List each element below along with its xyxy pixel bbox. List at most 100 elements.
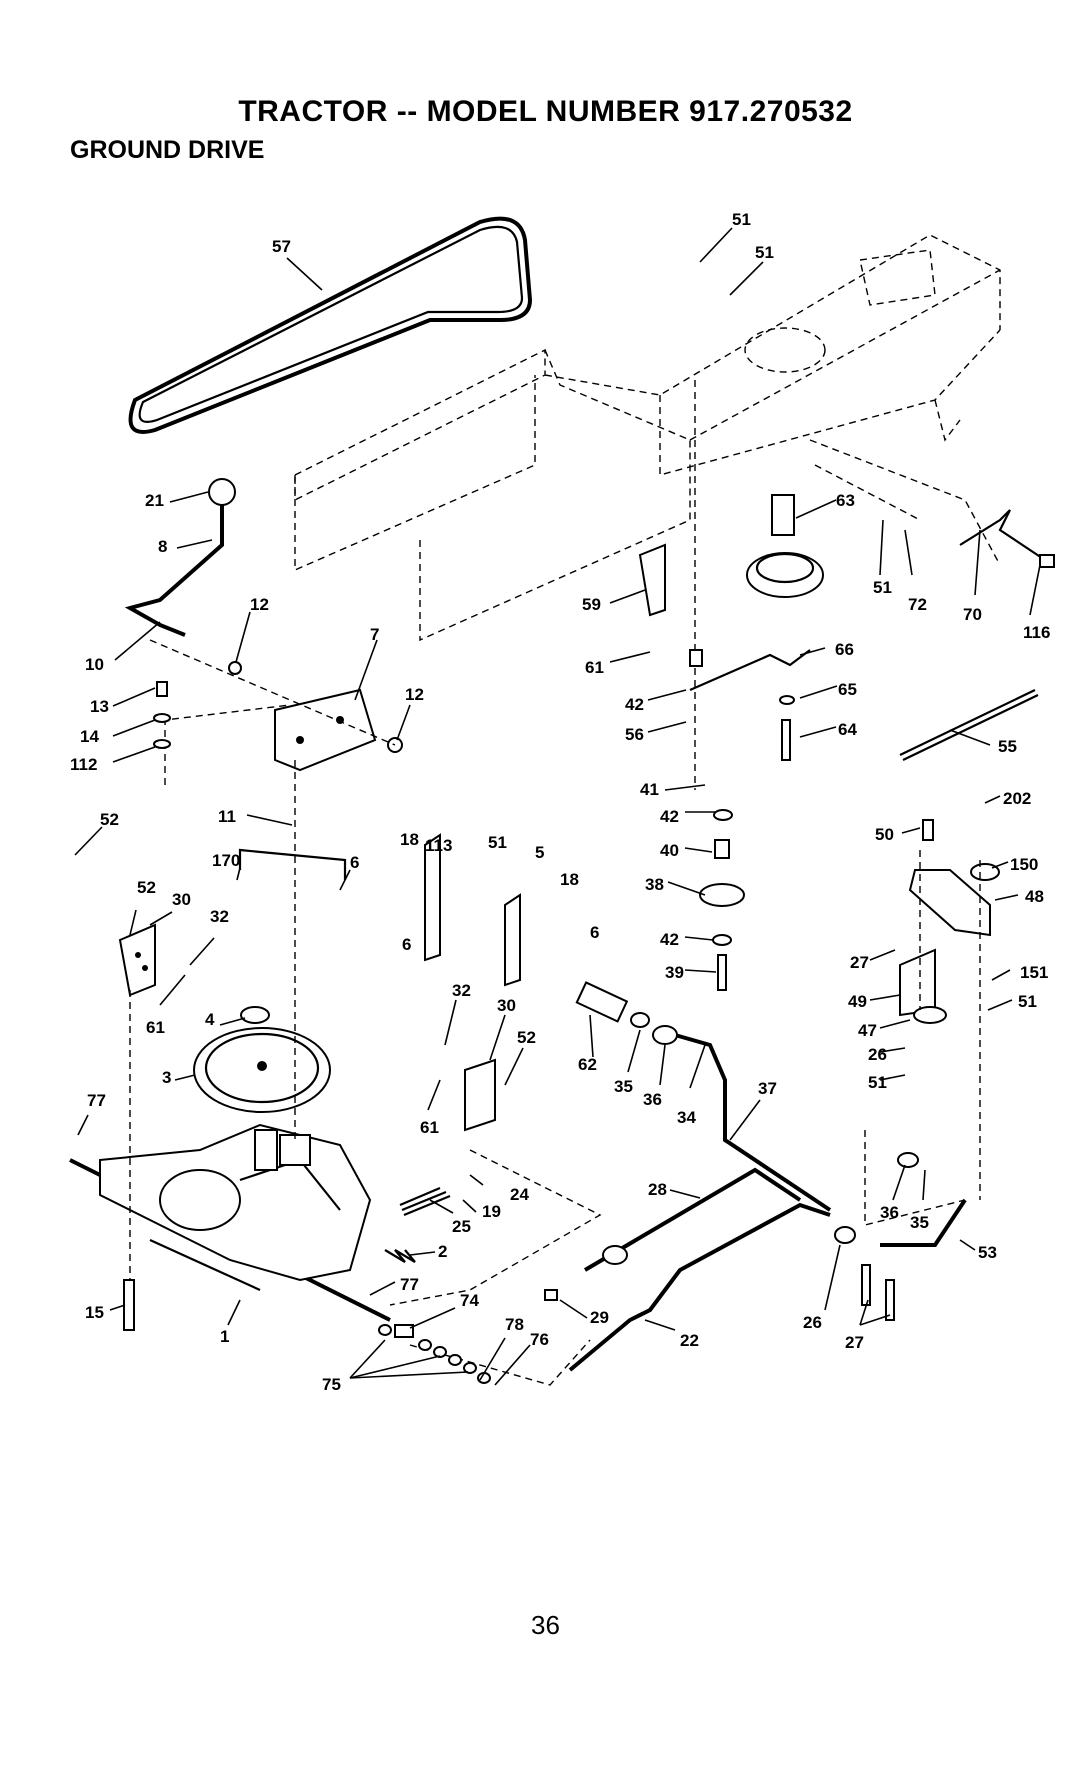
callout-51e: 51 xyxy=(868,1073,887,1092)
callout-35b: 35 xyxy=(910,1213,929,1232)
center-stack xyxy=(689,380,745,991)
callout-170: 170 xyxy=(212,851,240,870)
callout-70: 70 xyxy=(963,605,982,624)
callout-61c: 61 xyxy=(420,1118,439,1137)
callout-2: 2 xyxy=(438,1242,447,1261)
rod-70 xyxy=(959,509,1046,561)
callout-61b: 61 xyxy=(146,1018,165,1037)
callout-53: 53 xyxy=(978,1243,997,1262)
bolt-27a xyxy=(861,1264,871,1306)
callout-42c: 42 xyxy=(660,930,679,949)
callout-21: 21 xyxy=(145,491,164,510)
bolt-15 xyxy=(123,1279,135,1331)
shift-lever xyxy=(124,478,236,637)
callout-76: 76 xyxy=(530,1330,549,1349)
callout-27b: 27 xyxy=(845,1333,864,1352)
callout-6a: 6 xyxy=(350,853,359,872)
callout-78: 78 xyxy=(505,1315,524,1334)
hardware-13-14-112 xyxy=(153,681,171,749)
callout-32a: 32 xyxy=(210,907,229,926)
callout-47: 47 xyxy=(858,1021,877,1040)
tractor-frame xyxy=(294,234,1001,642)
callout-18b: 18 xyxy=(560,870,579,889)
callout-24: 24 xyxy=(510,1185,529,1204)
axle-hardware xyxy=(378,1324,491,1384)
callout-51b: 51 xyxy=(755,243,774,262)
bracket-48 xyxy=(899,819,1000,1024)
spring-55 xyxy=(899,689,1039,761)
callout-12b: 12 xyxy=(405,685,424,704)
callout-18a: 18 xyxy=(400,830,419,849)
callout-30b: 30 xyxy=(497,996,516,1015)
callout-32b: 32 xyxy=(452,981,471,1000)
linkage-rods xyxy=(544,981,967,1372)
callout-116: 116 xyxy=(1023,623,1050,642)
leader-lines xyxy=(74,227,1041,1386)
callout-34: 34 xyxy=(677,1108,696,1127)
callout-1: 1 xyxy=(220,1327,229,1346)
washer-12a xyxy=(228,661,242,675)
callout-151: 151 xyxy=(1020,963,1048,982)
pulley-3 xyxy=(193,1006,331,1113)
callout-51f: 51 xyxy=(488,833,507,852)
callout-75: 75 xyxy=(322,1375,341,1394)
drive-belt xyxy=(128,216,533,434)
callout-51c: 51 xyxy=(873,578,892,597)
bracket-113 xyxy=(424,833,441,962)
bolt-116 xyxy=(1039,554,1055,568)
callout-14: 14 xyxy=(80,727,99,746)
callout-50: 50 xyxy=(875,825,894,844)
callout-65: 65 xyxy=(838,680,857,699)
page-title: TRACTOR -- MODEL NUMBER 917.270532 xyxy=(238,95,853,128)
callout-22: 22 xyxy=(680,1331,699,1350)
section-subtitle: GROUND DRIVE xyxy=(70,136,265,164)
callout-36a: 36 xyxy=(643,1090,662,1109)
callout-150: 150 xyxy=(1010,855,1038,874)
callout-64: 64 xyxy=(838,720,857,739)
callout-52b: 52 xyxy=(137,878,156,897)
callout-39: 39 xyxy=(665,963,684,982)
pulley-63 xyxy=(746,494,824,761)
callout-11: 11 xyxy=(218,807,236,826)
callout-113: 113 xyxy=(425,836,452,855)
callout-77a: 77 xyxy=(87,1091,106,1110)
callout-56: 56 xyxy=(625,725,644,744)
callout-77b: 77 xyxy=(400,1275,419,1294)
callout-51a: 51 xyxy=(732,210,751,229)
callout-61a: 61 xyxy=(585,658,604,677)
callout-29: 29 xyxy=(590,1308,609,1327)
callout-41: 41 xyxy=(640,780,659,799)
bracket-30-left xyxy=(118,923,156,997)
callout-42a: 42 xyxy=(625,695,644,714)
callout-12a: 12 xyxy=(250,595,269,614)
callout-36b: 36 xyxy=(880,1203,899,1222)
bracket-59 xyxy=(638,543,666,617)
bolt-27b xyxy=(885,1279,895,1321)
transaxle xyxy=(69,1123,391,1322)
callout-5: 5 xyxy=(535,843,544,862)
callout-52c: 52 xyxy=(517,1028,536,1047)
callout-51d: 51 xyxy=(1018,992,1037,1011)
callout-55: 55 xyxy=(998,737,1017,756)
callout-3: 3 xyxy=(162,1068,171,1087)
callout-59: 59 xyxy=(582,595,601,614)
callout-72: 72 xyxy=(908,595,927,614)
bracket-5 xyxy=(504,893,521,987)
spring-2 xyxy=(384,1249,416,1263)
rod-66 xyxy=(689,649,811,692)
bracket-7 xyxy=(274,688,377,772)
callout-52a: 52 xyxy=(100,810,119,829)
callout-74: 74 xyxy=(460,1291,479,1310)
callout-35a: 35 xyxy=(614,1077,633,1096)
callout-15: 15 xyxy=(85,1303,104,1322)
callout-66: 66 xyxy=(835,640,854,659)
spring-25 xyxy=(399,1186,451,1217)
callout-57: 57 xyxy=(272,237,291,256)
callout-26b: 26 xyxy=(803,1313,822,1332)
callout-202: 202 xyxy=(1003,789,1031,808)
callout-62: 62 xyxy=(578,1055,597,1074)
callout-6c: 6 xyxy=(590,923,599,942)
callout-25: 25 xyxy=(452,1217,471,1236)
bracket-30-mid xyxy=(464,1058,496,1132)
